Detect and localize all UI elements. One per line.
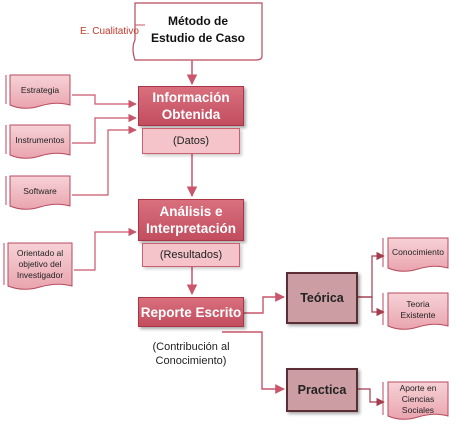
output-conocimiento: Conocimiento: [392, 246, 444, 257]
branch-teorica: Teórica: [286, 272, 358, 324]
stage-reporte-title: Reporte Escrito: [138, 297, 244, 327]
stage-analisis-line1: Análisis e: [159, 204, 223, 219]
stage-informacion-line1: Información: [152, 90, 230, 105]
method-tag: E. Cualitativo: [80, 26, 139, 37]
input-orientado: Orientado al objetivo del Investigador: [16, 247, 64, 280]
method-title-line1: Método de: [168, 14, 228, 28]
stage-reporte-sub: (Contribución al Conocimiento): [142, 336, 240, 372]
input-software: Software: [23, 185, 57, 196]
method-title: Método de Estudio de Caso: [138, 10, 258, 50]
stage-informacion-sub: (Datos): [142, 128, 240, 154]
output-doc-shapes: [382, 237, 449, 420]
stage-informacion-title: Información Obtenida: [138, 86, 244, 126]
stage-analisis-line2: Interpretación: [145, 221, 237, 236]
method-shape: [132, 2, 263, 61]
output-teoria-existente: Teoria Existente: [400, 299, 436, 320]
stage-analisis-sub: (Resultados): [142, 243, 240, 267]
input-instrumentos: Instrumentos: [15, 134, 65, 145]
stage-informacion-line2: Obtenida: [161, 107, 221, 122]
method-title-line2: Estudio de Caso: [150, 31, 245, 45]
stage-analisis-title: Análisis e Interpretación: [138, 199, 244, 241]
input-doc-shapes: [3, 74, 73, 290]
stage-reporte-sub-line1: (Contribución al: [152, 341, 230, 353]
input-estrategia: Estrategia: [20, 84, 60, 95]
output-aporte-ciencias: Aporte en Ciencias Sociales: [399, 382, 437, 415]
branch-practica: Practica: [286, 368, 358, 412]
stage-reporte-sub-line2: Conocimiento): [155, 355, 227, 367]
